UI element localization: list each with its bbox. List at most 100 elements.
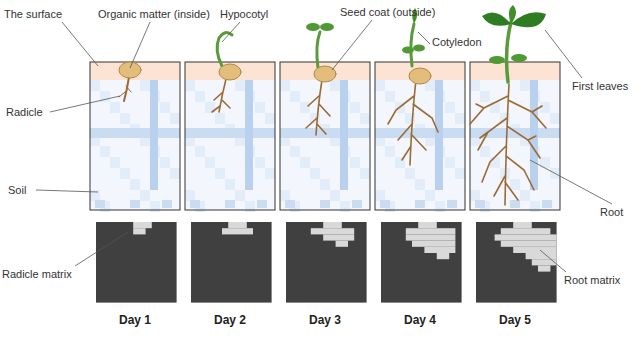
soil-cell bbox=[330, 190, 340, 201]
soil-cell bbox=[90, 80, 100, 91]
matrix-cell bbox=[501, 241, 557, 247]
soil-cell bbox=[120, 168, 130, 179]
surface-band bbox=[185, 62, 275, 80]
soil-cell bbox=[290, 146, 300, 157]
soil-cell bbox=[225, 200, 235, 208]
matrix-cell bbox=[406, 234, 456, 240]
soil-cell bbox=[350, 157, 360, 168]
soil-cell bbox=[170, 113, 180, 124]
soil-band bbox=[340, 80, 348, 190]
day-label: Day 4 bbox=[404, 314, 436, 327]
soil-cell bbox=[95, 200, 105, 208]
soil-cell bbox=[550, 113, 560, 124]
soil-cell bbox=[375, 190, 385, 201]
soil-cell bbox=[520, 80, 530, 91]
soil-cell bbox=[380, 200, 390, 208]
soil-cell bbox=[310, 168, 320, 179]
soil-cell bbox=[320, 200, 330, 208]
soil-cell bbox=[375, 80, 385, 91]
soil-cell bbox=[185, 190, 195, 201]
soil-cell bbox=[480, 146, 490, 157]
soil-cell bbox=[330, 80, 340, 91]
soil-cell bbox=[257, 200, 267, 208]
soil-cell bbox=[130, 200, 140, 208]
soil-band bbox=[530, 80, 538, 190]
soil-cell bbox=[520, 190, 530, 201]
matrix-cell bbox=[133, 222, 152, 228]
soil-cell bbox=[140, 190, 150, 201]
matrix-cell bbox=[336, 241, 348, 247]
soil-cell bbox=[510, 200, 520, 208]
soil-cell bbox=[455, 113, 465, 124]
soil-cell bbox=[447, 200, 457, 208]
container bbox=[280, 62, 370, 210]
soil-cell bbox=[350, 102, 360, 113]
soil-cell bbox=[490, 157, 500, 168]
soil bbox=[185, 62, 275, 210]
soil-cell bbox=[205, 157, 215, 168]
soil-cell bbox=[470, 190, 480, 201]
soil-cell bbox=[162, 200, 172, 208]
soil-cell bbox=[290, 91, 300, 102]
soil-cell bbox=[280, 80, 290, 91]
soil-cell bbox=[195, 146, 205, 157]
soil-cell bbox=[470, 80, 480, 91]
matrix-cell bbox=[437, 253, 449, 259]
matrix-cell bbox=[538, 265, 550, 271]
matrices bbox=[96, 222, 557, 303]
soil-cell bbox=[300, 157, 310, 168]
soil-cell bbox=[140, 80, 150, 91]
soil-band bbox=[375, 128, 465, 138]
soil-cell bbox=[455, 168, 465, 179]
soil-cell bbox=[110, 157, 120, 168]
container bbox=[470, 62, 560, 210]
soil-cell bbox=[225, 179, 235, 190]
soil-cell bbox=[215, 113, 225, 124]
part-label: Root bbox=[600, 206, 623, 219]
soil-cell bbox=[385, 91, 395, 102]
matrix bbox=[476, 222, 557, 303]
matrix-cell bbox=[532, 259, 557, 265]
soil-cell bbox=[445, 157, 455, 168]
soil-cell bbox=[215, 168, 225, 179]
soil-containers bbox=[90, 62, 560, 212]
part-label: Seed coat (outside) bbox=[340, 6, 435, 19]
part-label: Organic matter (inside) bbox=[98, 8, 210, 21]
soil-cell bbox=[475, 200, 485, 208]
soil-cell bbox=[185, 80, 195, 91]
matrix-cell bbox=[228, 222, 247, 228]
soil-cell bbox=[360, 113, 370, 124]
day-label: Day 2 bbox=[214, 314, 246, 327]
day-label: Day 5 bbox=[499, 314, 531, 327]
part-label: Radicle matrix bbox=[2, 268, 72, 281]
soil-cell bbox=[425, 190, 435, 201]
matrix-cell bbox=[513, 222, 532, 228]
soil-cell bbox=[110, 102, 120, 113]
soil-cell bbox=[480, 91, 490, 102]
soil-cell bbox=[255, 157, 265, 168]
soil bbox=[90, 62, 180, 210]
surface-band bbox=[90, 62, 180, 80]
soil-cell bbox=[190, 200, 200, 208]
matrix-cell bbox=[418, 222, 437, 228]
matrix bbox=[96, 222, 177, 303]
soil-cell bbox=[120, 113, 130, 124]
soil-cell bbox=[320, 179, 330, 190]
container bbox=[375, 62, 465, 210]
soil-cell bbox=[405, 168, 415, 179]
matrix-cell bbox=[323, 234, 354, 240]
soil-cell bbox=[415, 179, 425, 190]
soil-cell bbox=[415, 200, 425, 208]
plants bbox=[119, 5, 546, 205]
soil-cell bbox=[300, 102, 310, 113]
soil-band bbox=[435, 80, 443, 190]
soil-cell bbox=[445, 102, 455, 113]
soil-band bbox=[90, 128, 180, 138]
soil-cell bbox=[360, 168, 370, 179]
soil-cell bbox=[195, 91, 205, 102]
soil-cell bbox=[540, 102, 550, 113]
soil-cell bbox=[280, 190, 290, 201]
soil-cell bbox=[130, 179, 140, 190]
part-label: Radicle bbox=[6, 106, 43, 119]
